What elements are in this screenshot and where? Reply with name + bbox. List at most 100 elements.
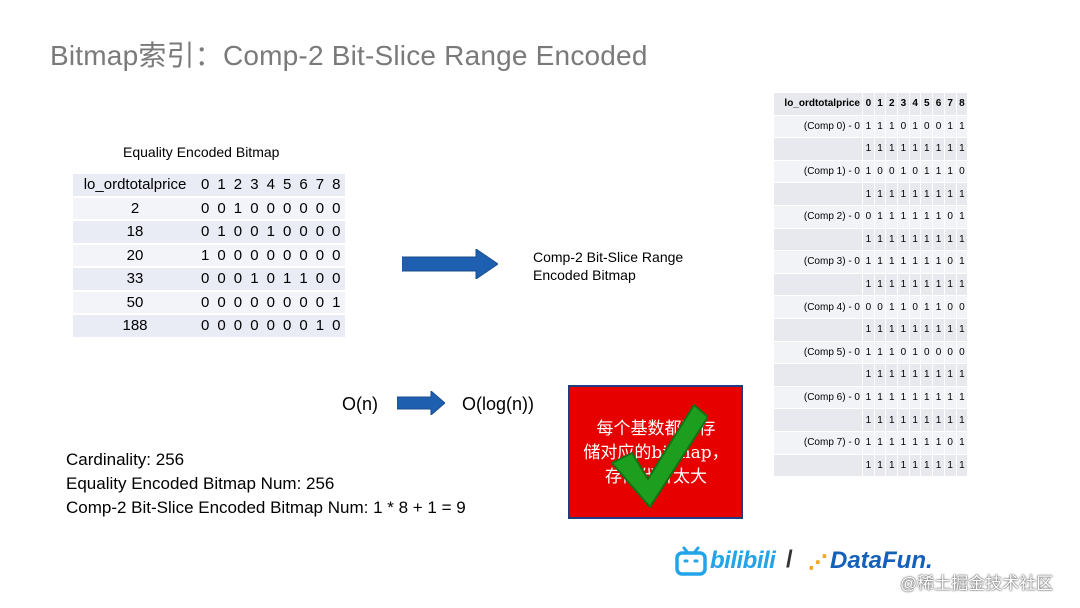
comp2-bit-cell: 1 — [932, 272, 945, 297]
comp2-bit-cell: 1 — [873, 227, 887, 252]
eq-bit-cell: 1 — [295, 268, 312, 290]
comp2-bit-cell: 1 — [908, 317, 922, 342]
comp2-bit-cell: 1 — [955, 408, 969, 432]
eq-row-key: 18 — [73, 221, 197, 243]
comp2-bit-cell: 1 — [920, 408, 934, 432]
comp2-bit-cell: 1 — [862, 137, 875, 161]
comp2-bit-cell: 1 — [897, 204, 910, 229]
checkmark-icon — [611, 404, 708, 508]
comp2-bit-cell: 0 — [920, 340, 934, 365]
comp2-bit-cell: 0 — [932, 114, 945, 139]
comp2-bit-cell: 1 — [885, 182, 899, 206]
comp2-bit-cell: 1 — [862, 408, 875, 432]
eq-header-bit: 6 — [295, 174, 312, 196]
eq-row-key: 2 — [73, 197, 197, 219]
comp2-bit-cell: 1 — [885, 137, 899, 161]
eq-bit-cell: 1 — [229, 197, 247, 219]
eq-bit-cell: 0 — [213, 291, 230, 313]
bitmap-stats: Cardinality: 256 Equality Encoded Bitmap… — [66, 448, 466, 520]
comp2-bit-cell: 1 — [943, 317, 957, 342]
comp2-caption-line2: Encoded Bitmap — [533, 267, 636, 283]
eq-bit-cell: 1 — [246, 268, 263, 290]
equality-table-caption: Equality Encoded Bitmap — [123, 144, 280, 160]
eq-bit-cell: 0 — [328, 315, 345, 337]
comp2-bit-cell: 1 — [885, 385, 899, 410]
comp2-bit-cell: 1 — [932, 317, 945, 342]
comp2-bit-cell: 1 — [873, 408, 887, 432]
eq-bit-cell: 0 — [311, 291, 329, 313]
comp2-bit-cell: 0 — [955, 340, 969, 365]
comp2-bit-cell: 1 — [908, 182, 922, 206]
eq-header-bit: 8 — [328, 174, 345, 196]
comp2-bit-cell: 1 — [885, 250, 899, 274]
comp2-bit-cell: 1 — [955, 317, 969, 342]
comp2-bit-cell: 1 — [897, 182, 910, 206]
comp2-row-key — [773, 182, 863, 206]
comp2-bit-cell: 1 — [955, 385, 969, 410]
eq-bit-cell: 0 — [229, 244, 247, 266]
eq-bit-cell: 0 — [262, 268, 279, 290]
comp2-bit-cell: 1 — [873, 272, 887, 297]
eq-bit-cell: 0 — [328, 268, 345, 290]
eq-bit-cell: 0 — [262, 197, 279, 219]
comp2-bit-cell: 1 — [920, 385, 934, 410]
comp2-bit-cell: 1 — [885, 340, 899, 365]
eq-bit-cell: 0 — [197, 315, 214, 337]
complexity-to: O(log(n)) — [462, 394, 535, 414]
eq-bit-cell: 0 — [229, 268, 247, 290]
comp2-bit-cell: 1 — [908, 385, 922, 410]
callout-line-2: 储对应的bitmap， — [583, 443, 729, 463]
comp2-row-key: (Comp 5) - 0 — [773, 340, 863, 365]
comp2-bit-cell: 1 — [932, 250, 945, 274]
comp2-bit-cell: 1 — [920, 430, 934, 455]
eq-row-key: 20 — [73, 244, 197, 266]
eq-bit-cell: 0 — [328, 197, 345, 219]
comp2-bit-cell: 1 — [873, 114, 887, 139]
eq-bit-cell: 0 — [229, 221, 247, 243]
comp2-row-key — [773, 453, 863, 478]
comp2-bit-cell: 0 — [932, 340, 945, 365]
comp2-bit-cell: 0 — [955, 295, 969, 319]
complexity-from: O(n) — [342, 394, 378, 414]
comp2-bit-cell: 0 — [862, 204, 875, 229]
comp2-bit-cell: 1 — [885, 408, 899, 432]
comp2-header-bit: 6 — [932, 92, 945, 116]
comp2-bit-cell: 1 — [932, 182, 945, 206]
comp2-row-key — [773, 137, 863, 161]
comp2-bit-cell: 1 — [897, 408, 910, 432]
comp2-bit-cell: 1 — [885, 363, 899, 387]
comp2-bit-cell: 1 — [943, 137, 957, 161]
datafun-logo: DataFun. — [830, 547, 933, 574]
datafun-mark-icon: ⋰ — [808, 552, 828, 574]
logo-separator: / — [786, 546, 793, 573]
comp2-bit-cell: 0 — [943, 204, 957, 229]
comp2-bit-cell: 1 — [920, 159, 934, 184]
comp2-bit-cell: 1 — [885, 114, 899, 139]
comp2-bit-cell: 1 — [873, 453, 887, 478]
comp2-row-key: (Comp 3) - 0 — [773, 250, 863, 274]
eq-bit-cell: 0 — [278, 315, 296, 337]
eq-bit-cell: 0 — [295, 221, 312, 243]
eq-row-key: 188 — [73, 315, 197, 337]
comp2-bit-cell: 1 — [955, 363, 969, 387]
comp2-bit-cell: 0 — [908, 295, 922, 319]
comp2-bit-cell: 1 — [897, 159, 910, 184]
eq-bit-cell: 0 — [295, 291, 312, 313]
eq-bit-cell: 0 — [246, 197, 263, 219]
stat-comp2-num: Comp-2 Bit-Slice Encoded Bitmap Num: 1 *… — [66, 498, 466, 517]
comp2-bit-cell: 1 — [862, 250, 875, 274]
comp2-bit-cell: 1 — [920, 272, 934, 297]
eq-bit-cell: 0 — [278, 197, 296, 219]
eq-header-bit: 0 — [197, 174, 214, 196]
eq-bit-cell: 0 — [197, 197, 214, 219]
eq-bit-cell: 0 — [311, 268, 329, 290]
